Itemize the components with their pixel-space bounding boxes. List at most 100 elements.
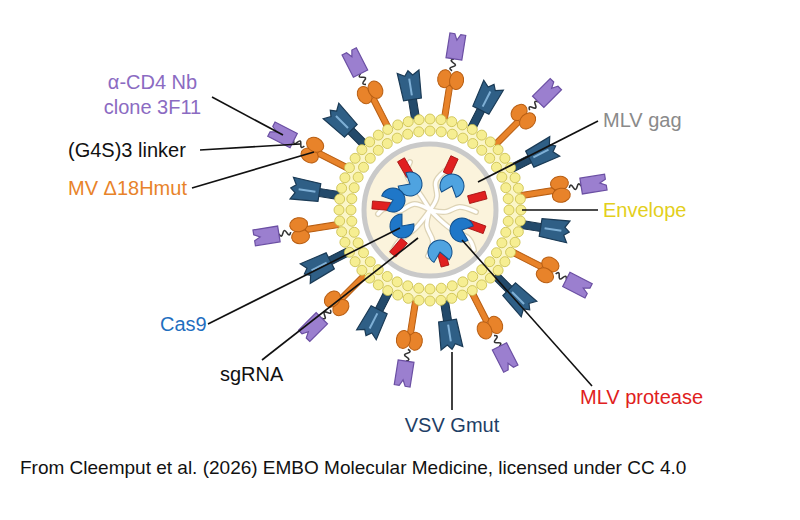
vsv-g-head — [471, 79, 504, 115]
lipid-head — [344, 163, 354, 173]
lipid-head — [485, 153, 495, 163]
linker-squiggle — [569, 184, 582, 191]
leader-line — [262, 238, 418, 360]
vsv-g-stripe — [448, 325, 451, 342]
lipid-head — [477, 145, 487, 155]
lipid-head — [393, 290, 403, 300]
mv-h-spike — [499, 237, 595, 303]
lipid-head — [349, 183, 359, 193]
lipid-envelope — [334, 114, 526, 306]
lipid-head — [501, 183, 511, 193]
vsv-g-head — [289, 177, 321, 203]
mv-h-lobe — [448, 71, 465, 91]
lipid-head — [510, 237, 520, 247]
lipid-head — [467, 124, 477, 134]
lipid-head — [447, 117, 457, 127]
lipid-head — [503, 216, 513, 226]
lipid-head — [468, 139, 478, 149]
lipid-head — [503, 194, 513, 204]
lipid-head — [353, 172, 363, 182]
cas9-protein — [380, 185, 408, 215]
nanobody-block — [253, 226, 280, 246]
lipid-head — [500, 153, 510, 163]
nanobody-block — [298, 313, 327, 342]
lipid-head — [513, 227, 523, 237]
lipid-head — [373, 145, 383, 155]
vsv-g-head — [356, 305, 389, 341]
lipid-head — [335, 216, 345, 226]
nanobody-block — [342, 48, 368, 78]
cas9-protein — [385, 211, 417, 243]
lipid-head — [425, 284, 435, 294]
lipid-head — [359, 248, 369, 258]
lipid-head — [506, 247, 516, 257]
lipid-head — [403, 117, 413, 127]
vsv-g-spike — [397, 69, 428, 129]
vsv-g-head — [539, 217, 571, 243]
leader-line — [192, 152, 314, 188]
lipid-head — [414, 115, 424, 125]
lipid-head — [350, 153, 360, 163]
nanobody-block — [492, 343, 518, 373]
lipid-head — [350, 257, 360, 267]
lipid-head — [485, 257, 495, 267]
vsv-g-stripe — [483, 91, 491, 106]
vsv-g-head — [299, 251, 335, 284]
callout-label: VSV Gmut — [405, 413, 499, 438]
mv-h-stalk — [370, 96, 394, 136]
vsv-g-stripe — [409, 79, 412, 96]
protease-block — [468, 191, 487, 203]
mv-h-lobe — [289, 216, 309, 233]
lipid-head — [365, 153, 375, 163]
sgrna-outline — [430, 207, 476, 212]
mv-h-stalk — [465, 283, 489, 323]
lipid-head — [382, 139, 392, 149]
lipid-head — [337, 227, 347, 237]
leader-line — [451, 352, 453, 410]
lipid-head — [493, 265, 503, 275]
mv-h-lobe — [304, 134, 326, 155]
lipid-head — [347, 194, 357, 204]
callout-label: Cas9 — [160, 312, 207, 337]
vsv-g-head — [501, 281, 537, 317]
nanobody-block — [394, 360, 414, 387]
sgrna-group — [378, 162, 476, 256]
vsv-g-spike — [511, 212, 571, 243]
lipid-head — [337, 183, 347, 193]
cas9-protein — [447, 215, 475, 245]
lipid-head — [393, 120, 403, 130]
lipid-head — [458, 277, 468, 287]
lipid-head — [357, 265, 367, 275]
callout-label: MLV protease — [580, 385, 703, 410]
callout-label: sgRNA — [220, 362, 283, 387]
lipid-head — [383, 286, 393, 296]
lipid-head — [340, 173, 350, 183]
mv-h-spike — [457, 279, 523, 375]
lipid-head — [500, 257, 510, 267]
mv-h-lobe — [474, 319, 495, 341]
lipid-head — [447, 293, 457, 303]
lipid-head — [515, 194, 525, 204]
vsv-g-head — [323, 103, 359, 139]
lipid-head — [497, 238, 507, 248]
mv-h-spike — [389, 291, 429, 388]
vsv-g-stripe — [545, 228, 562, 231]
lipid-head — [425, 126, 435, 136]
vsv-g-head — [437, 319, 463, 351]
lipid-head — [493, 145, 503, 155]
linker-squiggle — [404, 349, 411, 362]
callout-label: (G4S)3 linker — [68, 138, 186, 163]
protease-block — [443, 156, 458, 176]
lipid-head — [414, 295, 424, 305]
lipid-head — [504, 205, 514, 215]
lipid-head — [436, 127, 446, 137]
lipid-head — [365, 257, 375, 267]
vsv-g-stripe — [370, 313, 378, 328]
caption: From Cleemput et al. (2026) EMBO Molecul… — [20, 456, 686, 480]
cas9-protein — [438, 171, 468, 199]
lipid-head — [414, 283, 424, 293]
lipid-head — [477, 280, 487, 290]
lipid-head — [467, 286, 477, 296]
